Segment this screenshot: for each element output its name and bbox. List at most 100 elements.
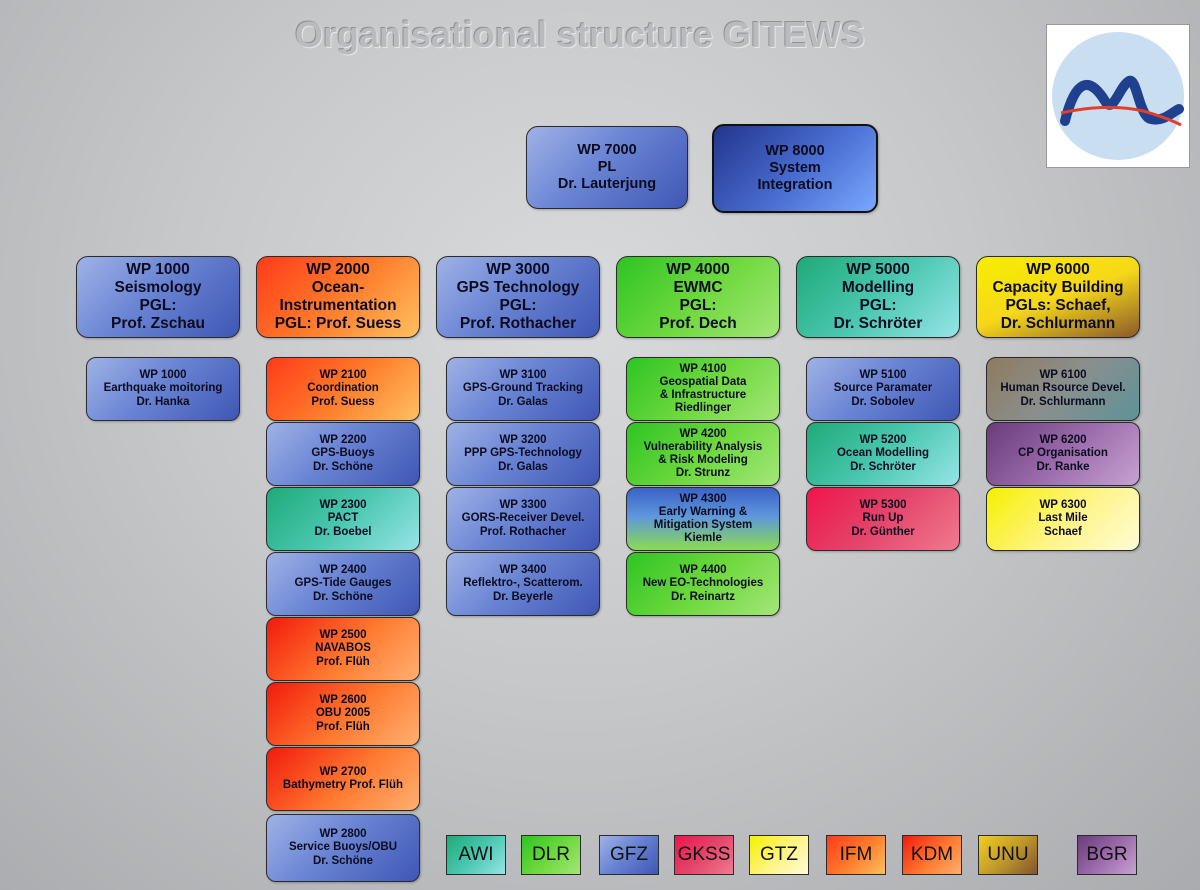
wp8000-line3: Integration — [757, 176, 833, 193]
wp2400-line3: Dr. Schöne — [312, 590, 374, 603]
wp6000-header-line3: PGLs: Schaef, — [1005, 297, 1111, 314]
wp6300-line1: WP 6300 — [1039, 499, 1087, 512]
wp5000-header-line2: Modelling — [841, 279, 915, 297]
wp5200-item[interactable]: WP 5200 Ocean Modelling Dr. Schröter — [806, 422, 960, 486]
wp6000-header[interactable]: WP 6000 Capacity Building PGLs: Schaef, … — [976, 256, 1140, 338]
wave-logo-icon — [1046, 24, 1190, 168]
wp2500-item[interactable]: WP 2500 NAVABOS Prof. Flüh — [266, 617, 420, 681]
wp2000-header-line3: Instrumentation — [279, 297, 397, 314]
wp1000-header[interactable]: WP 1000 Seismology PGL: Prof. Zschau — [76, 256, 240, 338]
wp4200-line2: Vulnerability Analysis — [643, 440, 763, 453]
wp3300-item[interactable]: WP 3300 GORS-Receiver Devel. Prof. Rotha… — [446, 487, 600, 551]
legend-dlr: DLR — [521, 835, 581, 875]
wp5300-line2: Run Up — [862, 512, 904, 525]
wp5200-line3: Dr. Schröter — [850, 460, 916, 473]
wp6100-line3: Dr. Schlurmann — [1020, 395, 1106, 408]
legend-unu: UNU — [978, 835, 1038, 875]
wp3400-item[interactable]: WP 3400 Reflektro-, Scatterom. Dr. Beyer… — [446, 552, 600, 616]
wp6100-item[interactable]: WP 6100 Human Rsource Devel. Dr. Schlurm… — [986, 357, 1140, 421]
wp2000-header-line4: PGL: Prof. Suess — [274, 314, 402, 332]
wp4100-line2: Geospatial Data — [659, 375, 747, 388]
wp3400-line2: Reflektro-, Scatterom. — [463, 577, 583, 590]
wp4400-line3: Dr. Reinartz — [671, 590, 735, 603]
legend-gfz: GFZ — [599, 835, 659, 875]
wp2700-item[interactable]: WP 2700 Bathymetry Prof. Flüh — [266, 747, 420, 811]
wp8000-line1: WP 8000 — [765, 143, 825, 160]
wp5300-line3: Dr. Günther — [851, 525, 915, 538]
wp5100-line3: Dr. Sobolev — [851, 395, 915, 408]
wp2800-line1: WP 2800 — [319, 828, 367, 841]
wp5300-item[interactable]: WP 5300 Run Up Dr. Günther — [806, 487, 960, 551]
wp7000-line2: PL — [597, 159, 617, 176]
wp6200-line1: WP 6200 — [1039, 434, 1087, 447]
wp2000-header-line1: WP 2000 — [306, 261, 370, 279]
wp2300-item[interactable]: WP 2300 PACT Dr. Boebel — [266, 487, 420, 551]
wp1000-header-line4: Prof. Zschau — [111, 314, 205, 332]
wp2400-line1: WP 2400 — [319, 564, 367, 577]
wp4200-line1: WP 4200 — [679, 427, 727, 440]
wp6100-line1: WP 6100 — [1039, 369, 1087, 382]
wp3400-line3: Dr. Beyerle — [492, 590, 554, 603]
wp4000-header-line3: PGL: — [679, 297, 717, 314]
wp2800-line2: Service Buoys/OBU — [288, 841, 397, 854]
wp3100-line1: WP 3100 — [499, 369, 547, 382]
wp6300-line3: Schaef — [1044, 525, 1082, 538]
wp7000-line1: WP 7000 — [577, 142, 637, 159]
wp3100-item[interactable]: WP 3100 GPS-Ground Tracking Dr. Galas — [446, 357, 600, 421]
wp2400-item[interactable]: WP 2400 GPS-Tide Gauges Dr. Schöne — [266, 552, 420, 616]
wp2700-line2: Bathymetry Prof. Flüh — [282, 779, 404, 791]
wp6000-header-line2: Capacity Building — [992, 279, 1124, 297]
wp2300-line2: PACT — [327, 512, 359, 525]
wp4300-line2: Early Warning & — [658, 505, 748, 518]
wp5100-item[interactable]: WP 5100 Source Paramater Dr. Sobolev — [806, 357, 960, 421]
wp3200-line3: Dr. Galas — [498, 460, 548, 473]
wp2200-item[interactable]: WP 2200 GPS-Buoys Dr. Schöne — [266, 422, 420, 486]
wp3000-header[interactable]: WP 3000 GPS Technology PGL: Prof. Rothac… — [436, 256, 600, 338]
wp2100-item[interactable]: WP 2100 Coordination Prof. Suess — [266, 357, 420, 421]
wp5300-line1: WP 5300 — [859, 499, 907, 512]
wp2800-line3: Dr. Schöne — [312, 854, 374, 867]
wp7000-box[interactable]: WP 7000 PL Dr. Lauterjung — [526, 126, 688, 209]
wp4100-item[interactable]: WP 4100 Geospatial Data & Infrastructure… — [626, 357, 780, 421]
wp2000-header[interactable]: WP 2000 Ocean- Instrumentation PGL: Prof… — [256, 256, 420, 338]
wp4300-item[interactable]: WP 4300 Early Warning & Mitigation Syste… — [626, 487, 780, 551]
wp8000-box[interactable]: WP 8000 System Integration — [712, 124, 878, 213]
wp6300-item[interactable]: WP 6300 Last Mile Schaef — [986, 487, 1140, 551]
wp2400-line2: GPS-Tide Gauges — [294, 577, 392, 590]
wp5000-header-line3: PGL: — [859, 297, 897, 314]
wp2200-line3: Dr. Schöne — [312, 460, 374, 473]
wp2200-line1: WP 2200 — [319, 434, 367, 447]
wp2600-line2: OBU 2005 — [315, 707, 371, 720]
wp2100-line3: Prof. Suess — [311, 395, 375, 408]
legend-gtz: GTZ — [749, 835, 809, 875]
wp5000-header[interactable]: WP 5000 Modelling PGL: Dr. Schröter — [796, 256, 960, 338]
wp2500-line2: NAVABOS — [315, 642, 371, 655]
wp4200-line4: Dr. Strunz — [675, 467, 731, 480]
wp2800-item[interactable]: WP 2800 Service Buoys/OBU Dr. Schöne — [266, 814, 420, 882]
wp6200-line2: CP Organisation — [1018, 447, 1108, 460]
wp2600-item[interactable]: WP 2600 OBU 2005 Prof. Flüh — [266, 682, 420, 746]
wp2500-line3: Prof. Flüh — [316, 655, 370, 668]
wp4000-header[interactable]: WP 4000 EWMC PGL: Prof. Dech — [616, 256, 780, 338]
wp3200-item[interactable]: WP 3200 PPP GPS-Technology Dr. Galas — [446, 422, 600, 486]
wp3300-line3: Prof. Rothacher — [479, 525, 567, 538]
wp2500-line1: WP 2500 — [319, 629, 367, 642]
wp2700-line1: WP 2700 — [319, 765, 367, 778]
wp8000-line2: System — [769, 160, 821, 177]
wp3200-line2: PPP GPS-Technology — [464, 447, 582, 460]
wp4400-line1: WP 4400 — [679, 564, 727, 577]
wp4200-item[interactable]: WP 4200 Vulnerability Analysis & Risk Mo… — [626, 422, 780, 486]
wp3400-line1: WP 3400 — [499, 564, 547, 577]
wp2300-line3: Dr. Boebel — [314, 525, 372, 538]
legend-kdm: KDM — [902, 835, 962, 875]
wp1000-header-line2: Seismology — [114, 279, 202, 297]
wp4400-item[interactable]: WP 4400 New EO-Technologies Dr. Reinartz — [626, 552, 780, 616]
wp1000-item-line2: Earthquake moitoring — [103, 382, 223, 395]
wp7000-line3: Dr. Lauterjung — [557, 175, 657, 192]
wp6200-item[interactable]: WP 6200 CP Organisation Dr. Ranke — [986, 422, 1140, 486]
wp2200-line2: GPS-Buoys — [311, 447, 375, 460]
wp2100-line2: Coordination — [307, 382, 379, 395]
wp1000-item[interactable]: WP 1000 Earthquake moitoring Dr. Hanka — [86, 357, 240, 421]
wp3300-line1: WP 3300 — [499, 499, 547, 512]
